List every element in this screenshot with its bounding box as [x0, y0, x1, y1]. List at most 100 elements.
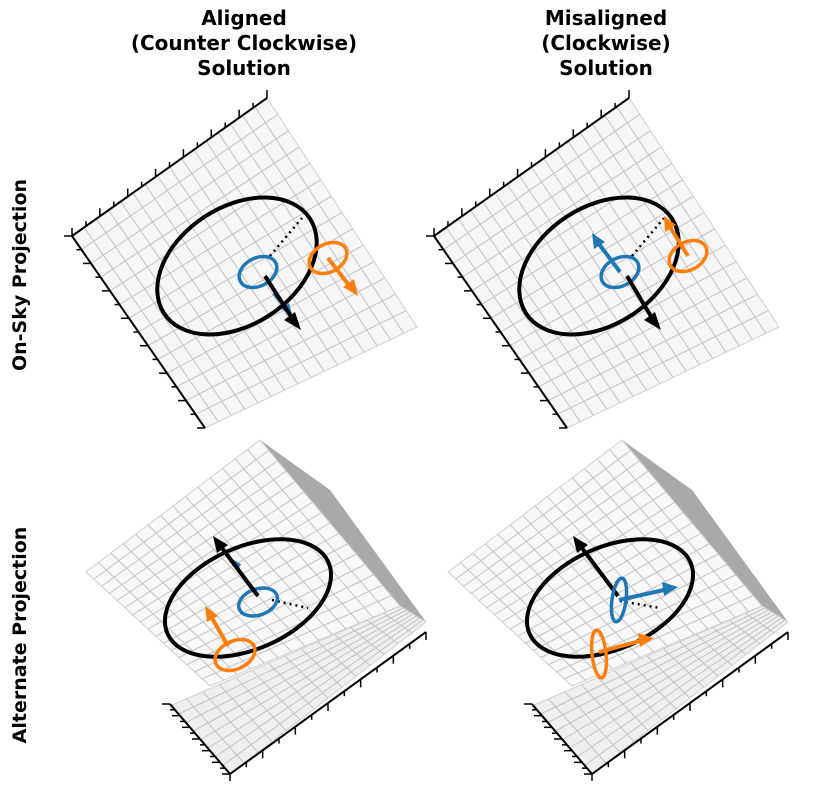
outer-orbit: [155, 195, 319, 337]
grid-line: [539, 607, 766, 715]
grid-line: [116, 481, 296, 601]
axes-box: [85, 439, 427, 781]
grid-line: [564, 595, 754, 680]
inner-orbit-c: [307, 240, 349, 276]
grid-line: [547, 293, 758, 402]
grid-line: [128, 195, 332, 319]
grid-line: [214, 617, 420, 758]
column-title-misaligned: Misaligned (Clockwise) Solution: [476, 6, 736, 81]
grid-line: [90, 130, 289, 264]
arrow-head-b: [592, 233, 605, 249]
grid-line: [101, 460, 278, 587]
axis-ticks: [162, 632, 427, 781]
grid-line: [178, 564, 366, 658]
column-title-aligned: Aligned (Counter Clockwise) Solution: [114, 6, 374, 81]
arrow-head-b: [662, 582, 678, 596]
grid-line: [109, 163, 311, 292]
grid-line: [93, 449, 270, 580]
pane-side-lower: [260, 440, 426, 622]
grid-line: [132, 501, 313, 616]
grid-line: [199, 613, 414, 741]
periastron-dots: [631, 217, 665, 257]
grid-line: [452, 130, 651, 264]
grid-line: [478, 481, 658, 601]
angular-momentum-outer: [263, 274, 294, 320]
inner-orbit-b: [599, 254, 641, 290]
grid-line: [554, 611, 772, 732]
axis-ticks: [426, 90, 630, 429]
grid-lines: [455, 449, 754, 681]
grid-line: [108, 470, 287, 594]
grid-line: [157, 244, 364, 360]
arrow-head-c: [343, 279, 358, 296]
periastron-dots: [269, 217, 303, 257]
grid-line: [519, 244, 726, 360]
row-title-on-sky: On-Sky Projection: [9, 178, 31, 372]
column-title-line: Aligned: [201, 6, 287, 30]
grid-line: [124, 491, 305, 609]
arrow-head-c: [638, 633, 654, 647]
grid-line: [548, 574, 736, 666]
axes-box: [64, 90, 418, 429]
column-title-line: (Clockwise): [541, 31, 671, 55]
grid-line: [470, 470, 649, 594]
grid-line: [576, 617, 782, 758]
grid-line: [490, 195, 694, 319]
panel-misaligned-on-sky: [426, 90, 780, 429]
grid-line: [171, 553, 357, 651]
angular-momentum-c: [598, 639, 641, 654]
grid-line: [177, 607, 404, 715]
inner-orbit-c: [213, 637, 257, 673]
panel-misaligned-alternate: [447, 439, 789, 781]
axes-box: [447, 439, 789, 781]
grid-line: [207, 615, 417, 749]
arrow-head-outer: [284, 312, 301, 330]
angular-momentum-b: [618, 588, 665, 602]
grid-lines-lower: [177, 607, 424, 766]
grid-line: [471, 163, 673, 292]
grid-line: [494, 501, 675, 616]
grid-lines-lower: [539, 607, 786, 766]
column-title-line: Solution: [559, 56, 653, 80]
angular-momentum-outer: [580, 546, 620, 598]
angular-momentum-b: [597, 242, 622, 274]
row-title-alternate: Alternate Projection: [9, 526, 31, 744]
grid-lines: [81, 106, 407, 422]
arrow-head-outer: [213, 536, 228, 553]
grid-line: [463, 460, 640, 587]
grid-line: [222, 619, 424, 766]
grid-line: [100, 146, 300, 278]
grid-line: [202, 595, 392, 680]
arrow-head-outer: [573, 536, 588, 553]
grid-line: [81, 113, 278, 251]
grid-line: [184, 609, 407, 724]
grid-line: [185, 293, 396, 402]
grid-line: [455, 449, 632, 580]
angular-momentum-outer: [625, 274, 654, 320]
grid-line: [546, 609, 769, 724]
outer-orbit: [162, 537, 334, 659]
grid-line: [166, 261, 375, 374]
inner-orbit-c: [589, 628, 609, 680]
inner-orbit-b: [237, 254, 279, 290]
column-title-line: Solution: [197, 56, 291, 80]
angular-momentum-outer: [220, 546, 260, 598]
grid-line: [584, 619, 786, 766]
arrow-head-c: [205, 606, 218, 622]
inner-orbit-b: [609, 576, 629, 624]
angular-momentum-c: [326, 256, 353, 290]
axis-ticks: [64, 90, 268, 429]
grid-line: [540, 564, 728, 658]
grid-line: [462, 146, 662, 278]
grid-line: [557, 310, 769, 415]
grid-line: [195, 310, 407, 415]
grid-line: [528, 261, 737, 374]
panel-aligned-on-sky: [64, 90, 418, 429]
arrow-head-c: [664, 216, 676, 232]
angular-momentum-c: [210, 617, 230, 647]
angular-momentum-c: [668, 225, 690, 258]
axis-ticks: [524, 632, 789, 781]
arrow-head-outer: [644, 312, 661, 330]
axes-box: [426, 90, 780, 429]
outer-orbit: [517, 195, 681, 337]
